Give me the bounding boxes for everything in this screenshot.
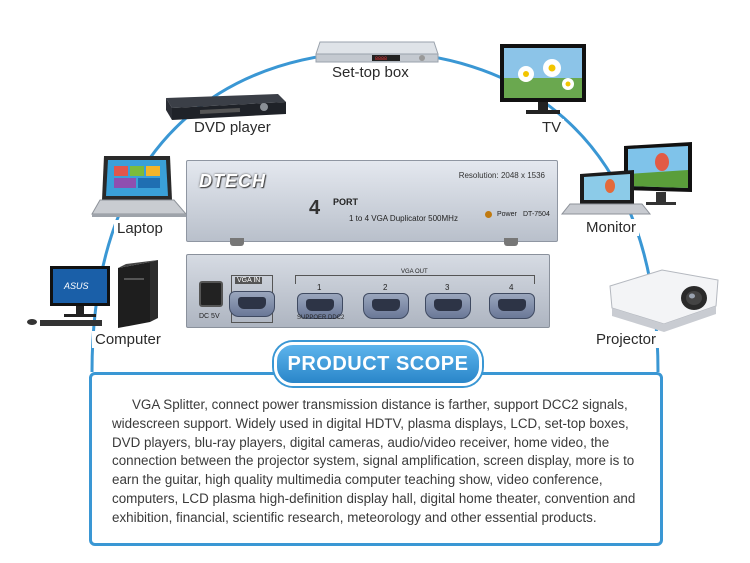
front-foot-right <box>504 238 518 246</box>
vga-out-connector-1 <box>297 293 343 319</box>
splitter-front-panel: DTECH Resolution: 2048 x 1536 4 PORT 1 t… <box>186 160 558 242</box>
vga-in-connector <box>229 291 275 317</box>
tv-label: TV <box>539 119 565 136</box>
vga-out-connector-3 <box>425 293 471 319</box>
projector-icon <box>609 269 719 332</box>
vga-out-connector-4 <box>489 293 535 319</box>
port-number-2: 2 <box>383 283 388 292</box>
ddc-label: SUPPOER DDC2 <box>297 315 345 321</box>
port-count: 4 <box>309 197 321 219</box>
monitor-label: Monitor <box>583 219 640 236</box>
power-label: Power <box>497 211 517 218</box>
port-number-1: 1 <box>317 283 322 292</box>
tv-icon <box>500 44 586 114</box>
dvd-player-icon <box>166 94 286 120</box>
model-text: 1 to 4 VGA Duplicator 500MHz <box>349 214 458 223</box>
model-code: DT-7504 <box>523 211 550 218</box>
dc-label: DC 5V <box>199 313 220 320</box>
set-top-box-icon: 8888 <box>315 41 439 63</box>
projector-label: Projector <box>593 331 660 348</box>
product-scope-title: PRODUCT SCOPE <box>274 342 482 386</box>
set-top-box-label: Set-top box <box>329 64 412 81</box>
resolution-text: Resolution: 2048 x 1536 <box>458 171 545 180</box>
svg-text:ASUS: ASUS <box>63 281 89 291</box>
dvd-player-label: DVD player <box>191 119 274 136</box>
vga-out-label: VGA OUT <box>401 269 428 275</box>
laptop-icon <box>91 156 188 217</box>
svg-text:8888: 8888 <box>375 56 387 62</box>
computer-icon: ASUS <box>27 260 158 328</box>
monitor-icon <box>560 142 692 215</box>
port-word: PORT <box>333 197 359 207</box>
product-scope-box <box>89 372 663 546</box>
dc-power-jack <box>199 281 223 307</box>
brand-logo: DTECH <box>199 171 266 191</box>
port-number-3: 3 <box>445 283 450 292</box>
laptop-label: Laptop <box>114 220 166 237</box>
port-number-4: 4 <box>509 283 514 292</box>
vga-out-connector-2 <box>363 293 409 319</box>
vga-in-label: VGA IN <box>235 277 263 284</box>
splitter-back-panel: DC 5V VGA IN VGA OUT 1 2 3 4 SUPPOER DDC… <box>186 254 550 328</box>
product-scope-description: VGA Splitter, connect power transmission… <box>112 397 636 525</box>
computer-label: Computer <box>92 331 164 348</box>
vga-out-bracket <box>295 275 535 284</box>
power-led <box>485 211 492 218</box>
front-foot-left <box>230 238 244 246</box>
